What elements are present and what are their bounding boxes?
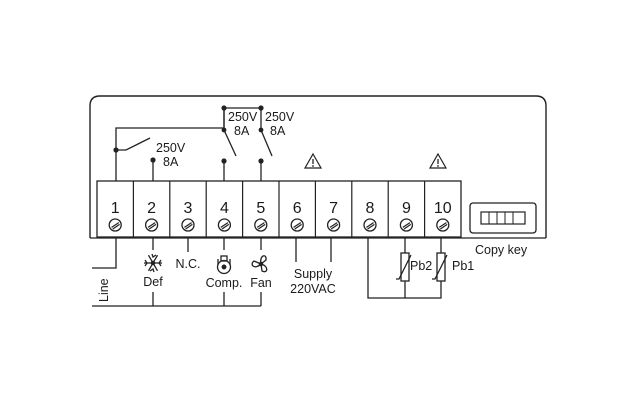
- comp-label: Comp.: [206, 276, 243, 290]
- terminal-number: 7: [329, 200, 338, 217]
- internal-wiring: [115, 107, 273, 181]
- terminal-screw-icon: [363, 218, 377, 232]
- supply-voltage-label: 220VAC: [290, 282, 336, 296]
- copy-key-connector: [469, 202, 537, 234]
- terminal-1: 1: [108, 200, 122, 232]
- terminal-number: 6: [293, 200, 302, 217]
- terminal-7: 7: [326, 200, 341, 232]
- terminal-screw-icon: [399, 218, 414, 232]
- warning-icon: [428, 152, 448, 169]
- terminal-number: 4: [220, 200, 229, 217]
- terminal-screw-icon: [436, 218, 450, 232]
- compressor-icon: [216, 255, 232, 275]
- terminal-screw-icon: [108, 218, 122, 232]
- def-relay-voltage: 250V: [156, 141, 186, 155]
- terminal-number: 1: [111, 200, 120, 217]
- thermistor-icon: [432, 252, 448, 282]
- terminal-screw-icon: [181, 218, 195, 232]
- terminal-9: 9: [399, 200, 414, 232]
- terminal-number: 2: [147, 200, 156, 217]
- terminal-screw-icon: [254, 218, 268, 232]
- terminal-screw-icon: [144, 218, 159, 232]
- controller-housing: [89, 95, 547, 238]
- pb2-label: Pb2: [410, 259, 432, 273]
- warning-icon: [303, 152, 323, 169]
- fan-label: Fan: [250, 276, 272, 290]
- terminal-6: 6: [290, 200, 304, 232]
- def-relay-current: 8A: [163, 155, 179, 169]
- def-label: Def: [143, 275, 163, 289]
- snowflake-icon: [144, 253, 162, 273]
- copy-key-label: Copy key: [475, 243, 528, 257]
- terminal-8: 8: [363, 200, 377, 232]
- terminal-screw-icon: [290, 218, 304, 232]
- terminal-screw-icon: [217, 218, 232, 232]
- terminal-4: 4: [217, 200, 232, 232]
- terminal-dividers: [132, 181, 426, 237]
- thermistor-icon: [396, 252, 412, 282]
- fan-icon: [251, 255, 268, 273]
- terminal-number: 8: [366, 200, 375, 217]
- terminal-2: 2: [144, 200, 159, 232]
- terminal-list: 1 2 3 4 5 6 7 8 9 10: [108, 200, 452, 232]
- supply-label: Supply: [294, 267, 333, 281]
- nc-label: N.C.: [176, 257, 201, 271]
- line-label: Line: [97, 278, 111, 302]
- terminal-number: 10: [434, 200, 452, 217]
- comp-relay-current: 8A: [234, 124, 250, 138]
- terminal-number: 9: [402, 200, 411, 217]
- terminal-5: 5: [254, 200, 268, 232]
- comp-relay-voltage: 250V: [228, 110, 258, 124]
- terminal-number: 5: [256, 200, 265, 217]
- terminal-number: 3: [184, 200, 193, 217]
- terminal-3: 3: [181, 200, 195, 232]
- fan-relay-current: 8A: [270, 124, 286, 138]
- terminal-10: 10: [434, 200, 452, 232]
- relay-contact-dots: [113, 105, 264, 164]
- fan-relay-voltage: 250V: [265, 110, 295, 124]
- terminal-screw-icon: [326, 218, 341, 232]
- pb1-label: Pb1: [452, 259, 474, 273]
